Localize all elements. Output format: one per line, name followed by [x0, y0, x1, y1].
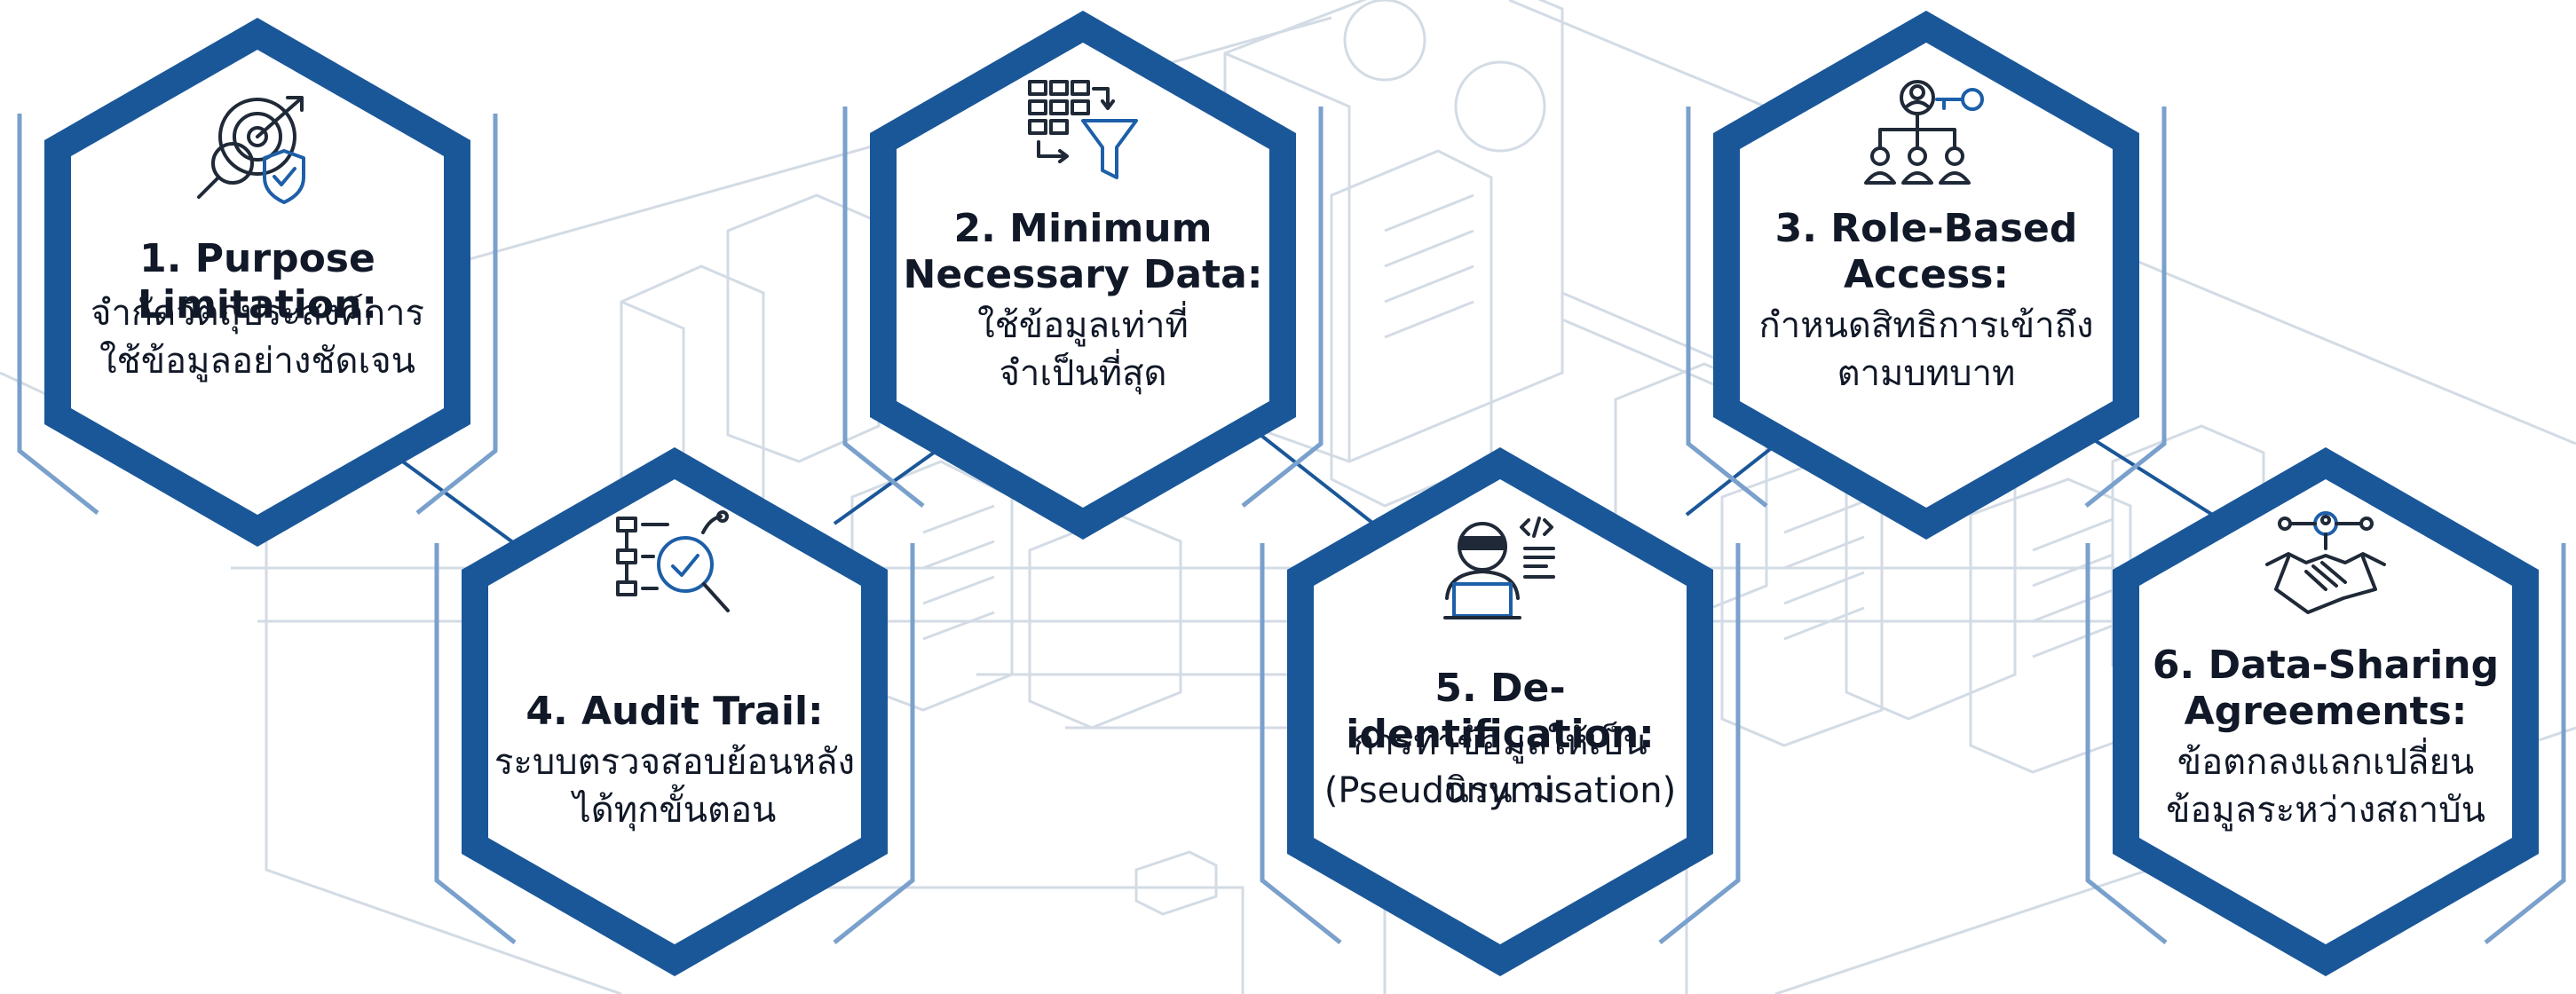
card-desc-line-1: การทำข้อมูลให้เป็นนิรนาม: [1353, 722, 1648, 811]
principle-card-4: 4. Audit Trail: ระบบตรวจสอบย้อนหลัง ได้ท…: [426, 437, 923, 987]
hexagon-frame: [434, 447, 915, 976]
principle-card-3: 3. Role-Based Access: กำหนดสิทธิการเข้าถ…: [1678, 0, 2175, 550]
card-desc-line-2: ตามบทบาท: [1837, 353, 2016, 394]
card-desc-line-1: จำกัดวัตถุประสงค์การ: [91, 293, 424, 334]
role-hierarchy-key-icon: [1864, 80, 1984, 185]
principle-card-5: 5. De-identification: การทำข้อมูลให้เป็น…: [1252, 437, 1749, 987]
hexagon-frame: [17, 18, 498, 547]
card-desc-line-1: ใช้ข้อมูลเท่าที่: [977, 305, 1189, 346]
card-title-line-2: Necessary Data:: [903, 252, 1263, 297]
principle-card-2: 2. Minimum Necessary Data: ใช้ข้อมูลเท่า…: [834, 0, 1331, 550]
card-desc-line-1: ระบบตรวจสอบย้อนหลัง: [494, 742, 856, 783]
principle-card-1: 1. Purpose Limitation: จำกัดวัตถุประสงค์…: [9, 7, 506, 557]
card-title-line-1: 3. Role-Based: [1774, 206, 2078, 251]
card-desc-line-2: จำเป็นที่สุด: [999, 353, 1167, 394]
card-title: 5. De-identification:: [1346, 666, 1655, 757]
audit-checklist-magnifier-icon: [616, 510, 730, 612]
card-desc-line-1: ข้อตกลงแลกเปลี่ยน: [2177, 742, 2475, 783]
card-desc-line-2: ใช้ข้อมูลอย่างชัดเจน: [99, 341, 415, 382]
hexagon-frame: [2085, 447, 2566, 976]
masked-coder-laptop-icon: [1443, 517, 1555, 619]
card-desc-line-2: (Pseudonymisation): [1324, 770, 1677, 811]
hexagon-frame: [842, 11, 1324, 540]
target-search-shield-icon: [197, 96, 305, 204]
card-desc-line-1: กำหนดสิทธิการเข้าถึง: [1758, 305, 2094, 346]
handshake-network-icon: [2265, 511, 2386, 614]
hexagon-frame: [1686, 11, 2167, 540]
card-title-line-2: Agreements:: [2184, 689, 2468, 734]
card-desc-line-2: ได้ทุกขั้นตอน: [573, 790, 777, 831]
card-title: 4. Audit Trail:: [525, 689, 824, 734]
hexagon-frame: [1260, 447, 1741, 976]
card-desc-line-2: ข้อมูลระหว่างสถาบัน: [2166, 790, 2485, 831]
data-funnel-filter-icon: [1028, 80, 1138, 179]
card-title-line-1: 6. Data-Sharing: [2152, 643, 2500, 688]
card-title-line-1: 2. Minimum: [953, 206, 1213, 251]
card-title-line-2: Access:: [1843, 252, 2010, 297]
card-title: 1. Purpose Limitation:: [137, 236, 378, 327]
principle-card-6: 6. Data-Sharing Agreements: ข้อตกลงแลกเป…: [2077, 437, 2574, 987]
